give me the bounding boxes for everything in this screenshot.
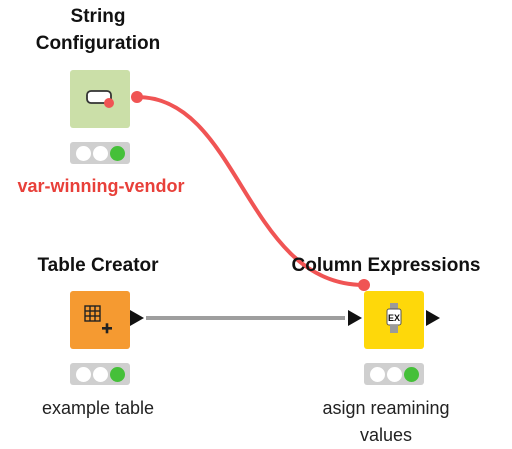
column-expressions-in-port[interactable] — [348, 310, 362, 326]
status-dot-inactive — [386, 366, 402, 382]
status-dot-executed — [403, 366, 419, 382]
column-expressions-node[interactable]: EX — [364, 291, 424, 349]
string-configuration-node[interactable] — [70, 70, 130, 128]
flow-variable-connection[interactable] — [136, 95, 365, 287]
status-dot-inactive — [369, 366, 385, 382]
expression-icon-text: EX — [388, 313, 400, 323]
status-dot-inactive — [92, 145, 108, 161]
status-dot-executed — [109, 366, 125, 382]
flow-variable-out-port[interactable] — [131, 91, 143, 103]
status-traffic-light-table-creator — [70, 363, 130, 385]
table-creator-out-port[interactable] — [130, 310, 144, 326]
status-dot-inactive — [75, 145, 91, 161]
status-traffic-light-string-config — [70, 142, 130, 164]
node-title-string-config-line1: String — [70, 6, 126, 27]
node-title-column-expressions: Column Expressions — [291, 255, 481, 276]
status-traffic-light-column-expressions — [364, 363, 424, 385]
node-label-table-creator: example table — [41, 398, 155, 418]
flow-variable-in-port[interactable] — [358, 279, 370, 291]
table-creator-node[interactable] — [70, 291, 130, 349]
status-dot-inactive — [75, 366, 91, 382]
node-label-column-expressions-line1: asign reamining — [322, 398, 450, 418]
status-dot-inactive — [92, 366, 108, 382]
node-title-string-config-line2: Configuration — [35, 33, 161, 54]
node-title-table-creator: Table Creator — [37, 255, 159, 276]
node-label-column-expressions-line2: values — [359, 425, 413, 445]
string-widget-icon — [86, 90, 114, 108]
column-expressions-out-port[interactable] — [426, 310, 440, 326]
status-dot-executed — [109, 145, 125, 161]
node-label-string-config: var-winning-vendor — [17, 176, 185, 196]
table-plus-icon — [84, 305, 112, 334]
expression-icon: EX — [386, 303, 402, 333]
